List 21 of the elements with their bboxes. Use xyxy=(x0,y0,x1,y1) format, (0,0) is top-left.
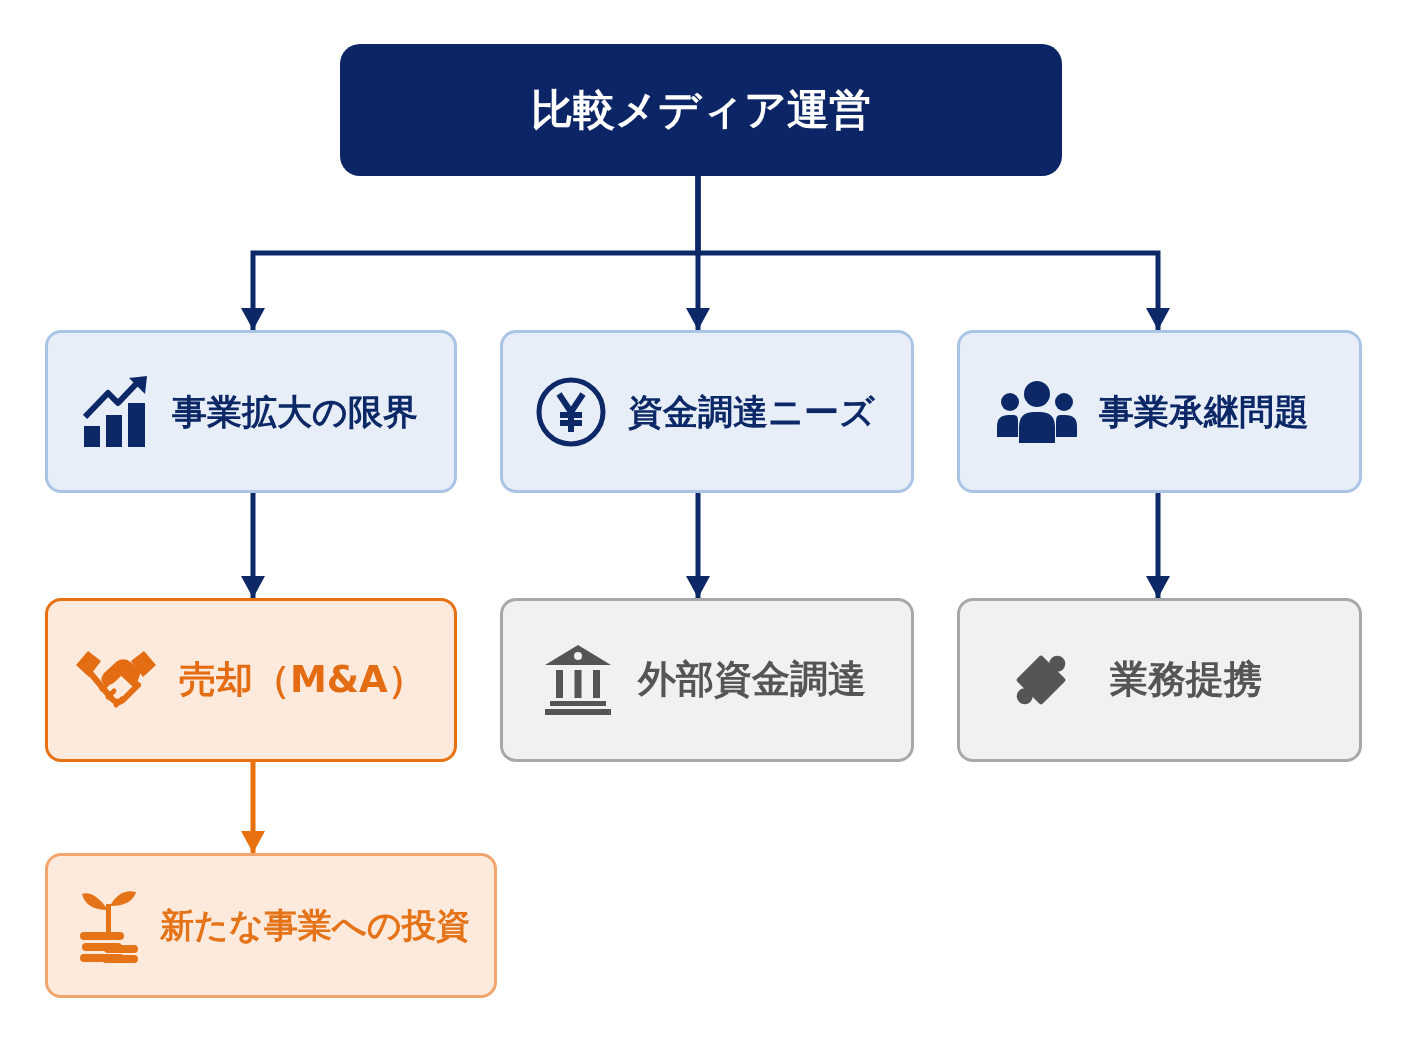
process-box xyxy=(45,598,457,762)
process-box xyxy=(500,330,914,493)
arrow xyxy=(695,176,1170,330)
node-label: 外部資金調達 xyxy=(638,657,866,703)
node-label: 比較メディア運営 xyxy=(531,84,871,136)
node-label: 業務提携 xyxy=(1110,657,1262,703)
node-label: 売却（M&A） xyxy=(179,657,425,703)
process-box xyxy=(340,44,1062,176)
arrow xyxy=(241,762,265,853)
arrow xyxy=(241,493,265,598)
arrow xyxy=(686,493,710,598)
process-box xyxy=(957,598,1362,762)
arrow xyxy=(1146,493,1170,598)
node-label: 事業拡大の限界 xyxy=(172,390,418,433)
node-label: 資金調達ニーズ xyxy=(628,390,875,433)
node-label: 事業承継問題 xyxy=(1099,390,1309,433)
process-box xyxy=(957,330,1362,493)
process-box xyxy=(45,330,457,493)
process-box xyxy=(45,853,497,998)
node-label: 新たな事業への投資 xyxy=(160,905,470,946)
process-box xyxy=(500,598,914,762)
